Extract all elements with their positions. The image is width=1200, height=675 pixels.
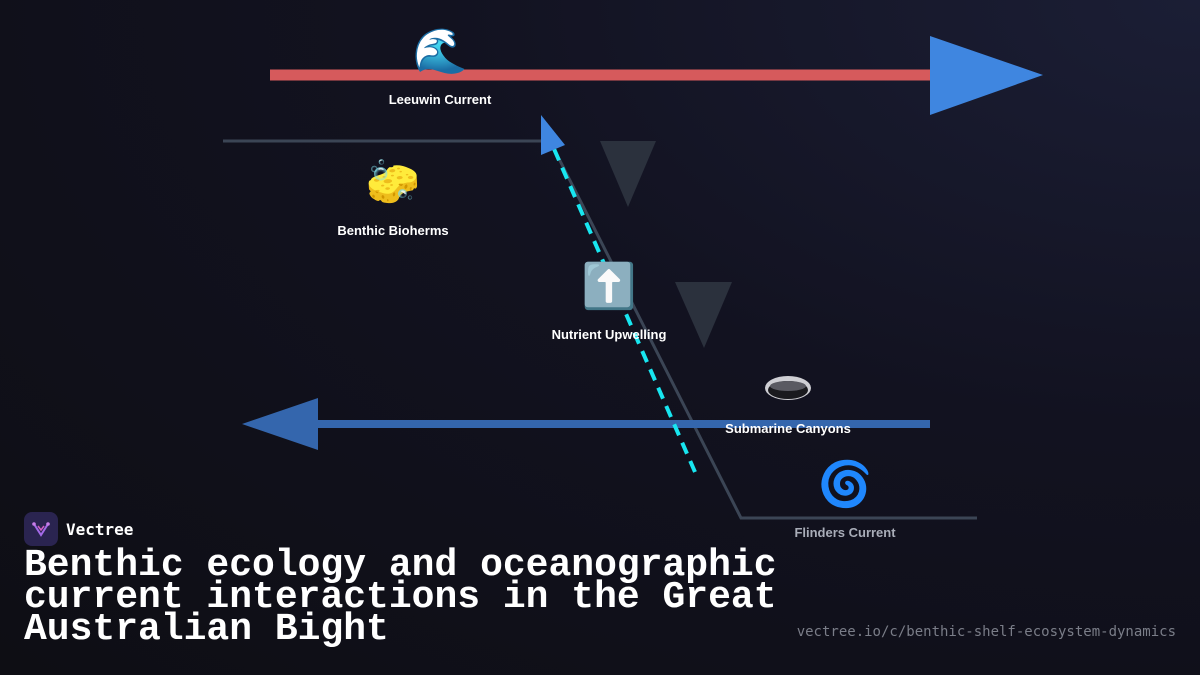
brand: Vectree bbox=[24, 512, 133, 546]
hole-icon bbox=[765, 376, 811, 400]
upwelling-arrowhead bbox=[541, 115, 565, 155]
brand-name: Vectree bbox=[66, 519, 134, 539]
sponge-icon: 🧽 bbox=[365, 157, 421, 208]
submarine-canyons-label: Submarine Canyons bbox=[725, 421, 851, 436]
vectree-logo-icon bbox=[24, 512, 58, 546]
leeuwin-arrowhead bbox=[930, 36, 1043, 115]
upwelling-flow bbox=[549, 141, 697, 473]
flinders-arrowhead bbox=[242, 398, 318, 450]
slope-marker-triangle bbox=[675, 282, 732, 348]
flinders-current-label: Flinders Current bbox=[794, 525, 896, 540]
cyclone-icon: 🌀 bbox=[817, 459, 873, 510]
page-title: Benthic ecology and oceanographic curren… bbox=[24, 544, 777, 651]
benthic-bioherms-label: Benthic Bioherms bbox=[337, 223, 449, 238]
nutrient-upwelling-label: Nutrient Upwelling bbox=[551, 327, 667, 342]
shelf-profile-line bbox=[223, 139, 977, 520]
wave-icon: 🌊 bbox=[412, 26, 468, 77]
up-arrow-icon: ⬆️ bbox=[581, 261, 637, 312]
leeuwin-current-label: Leeuwin Current bbox=[388, 92, 492, 107]
source-url: vectree.io/c/benthic-shelf-ecosystem-dyn… bbox=[796, 624, 1176, 640]
slope-marker-triangle bbox=[600, 141, 656, 207]
